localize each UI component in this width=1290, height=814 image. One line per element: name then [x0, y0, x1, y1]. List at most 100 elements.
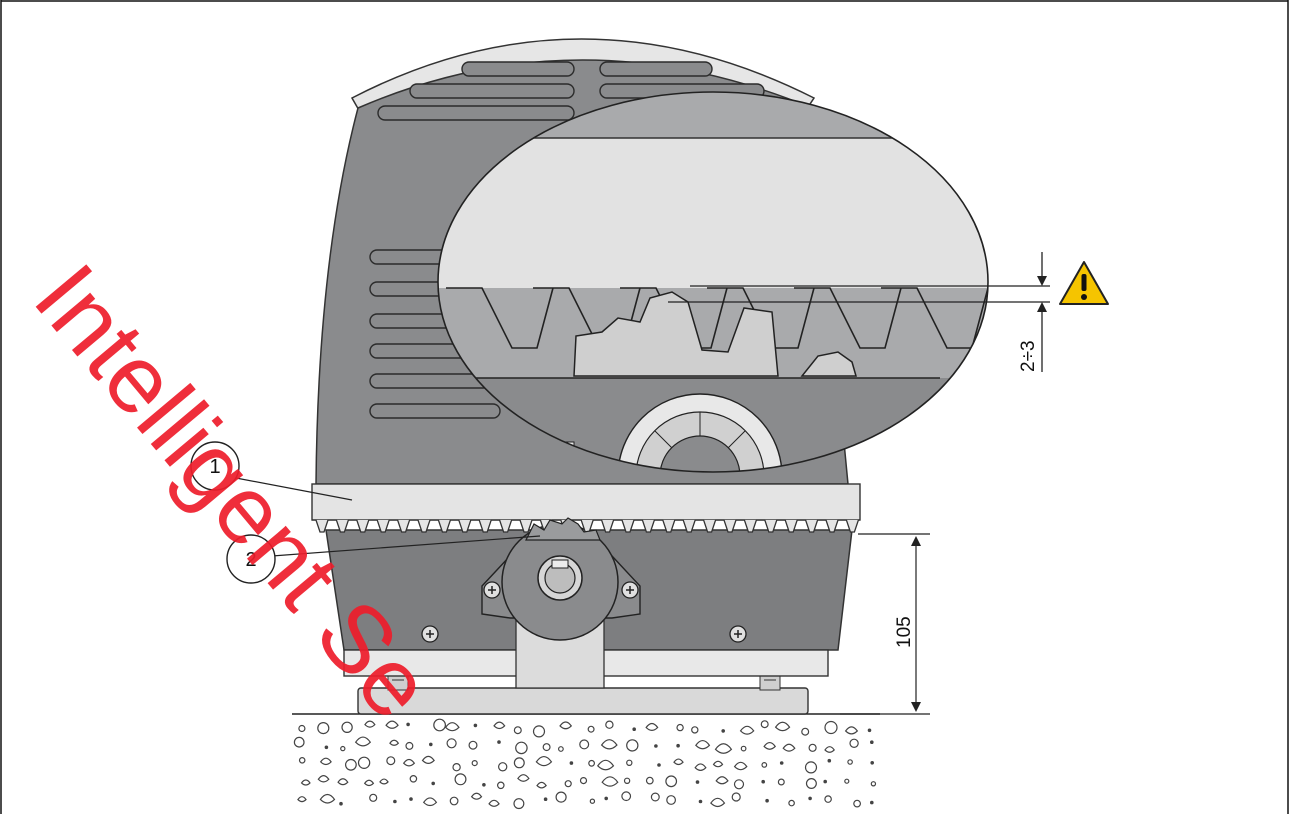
gravel-stone	[626, 739, 639, 752]
gravel-stone	[389, 739, 400, 746]
gravel-stone	[488, 799, 500, 807]
gravel-stone	[444, 722, 460, 732]
gravel-stone	[676, 743, 680, 748]
gravel-stone	[405, 741, 414, 750]
warning-triangle-icon	[1059, 261, 1109, 305]
gravel-stone	[517, 774, 530, 782]
pinion-gear	[525, 517, 601, 541]
gravel-stone	[513, 798, 525, 810]
gravel-stone	[409, 797, 413, 801]
gravel-stone	[808, 796, 812, 801]
gravel-stone	[763, 741, 777, 750]
magnifier-detail	[437, 91, 1050, 473]
gravel-stone	[340, 745, 346, 752]
gravel-stone	[731, 792, 741, 802]
gravel-stone	[867, 728, 872, 733]
gravel-stone	[712, 760, 724, 768]
gravel-stone	[657, 763, 661, 767]
gravel-stone	[714, 743, 733, 754]
gravel-stone	[654, 744, 658, 748]
gravel-stone	[645, 722, 659, 731]
gravel-stone	[824, 746, 836, 753]
gravel-stone	[317, 774, 330, 783]
gravel-stone	[496, 781, 505, 790]
callout-1: 1	[190, 441, 353, 501]
gravel-stone	[621, 791, 632, 802]
gravel-stone	[482, 782, 486, 787]
gravel-stone	[589, 798, 596, 804]
gravel-stone	[515, 741, 528, 755]
gravel-stone	[471, 759, 478, 767]
gravel-stone	[473, 723, 478, 728]
gravel-stone	[470, 792, 483, 800]
gravel-stone	[588, 759, 595, 767]
height-dimension: 105	[840, 533, 930, 715]
gravel-stone	[760, 720, 769, 729]
gravel-stone	[402, 758, 416, 767]
clearance-dimension-label: 2÷3	[1018, 340, 1039, 372]
gravel-stone	[298, 724, 306, 733]
height-dimension-label: 105	[894, 616, 915, 648]
housing-vents	[369, 61, 765, 419]
gravel-stone	[579, 776, 588, 785]
gravel-stone	[626, 759, 633, 767]
gravel-stone	[695, 780, 700, 784]
gravel-stone	[847, 759, 853, 765]
gravel-stone	[673, 758, 684, 766]
gravel-stone	[542, 743, 551, 752]
gravel-stone	[363, 779, 375, 787]
gravel-stone	[853, 799, 861, 808]
gravel-stone	[341, 721, 353, 734]
gravel-stone	[319, 757, 332, 766]
gravel-stone	[788, 799, 795, 807]
base-plate	[357, 675, 809, 715]
gravel-stone	[869, 740, 874, 745]
gravel-stone	[300, 779, 311, 786]
gravel-stone	[535, 755, 553, 767]
gravel-stone	[297, 796, 307, 803]
gravel-stone	[559, 721, 573, 730]
gravel-stone	[385, 720, 399, 729]
gravel-stone	[421, 755, 435, 764]
gravel-stone	[452, 763, 461, 772]
gravel-stone	[844, 726, 859, 735]
gravel-stone	[596, 759, 615, 771]
gravel-stone	[337, 778, 349, 786]
callout-1-label: 1	[209, 456, 220, 478]
gravel-stone	[827, 758, 832, 763]
gravel-stone	[761, 779, 766, 784]
gravel-stone	[801, 727, 810, 736]
callout-2-label: 2	[245, 549, 256, 571]
gravel-stone	[774, 721, 791, 732]
gravel-stone	[536, 781, 547, 789]
gravel-stone	[498, 762, 508, 772]
gravel-stone	[824, 795, 832, 803]
gravel-stone	[733, 779, 745, 790]
gravel-stone	[513, 757, 525, 769]
gravel-stone	[454, 773, 467, 786]
gravel-stone	[587, 725, 595, 733]
gravel-stone	[869, 800, 874, 805]
gravel-stone	[844, 778, 850, 784]
gravel-stone	[379, 778, 389, 785]
gravel-stone	[782, 743, 796, 752]
gravel-stone	[513, 726, 522, 735]
gravel-stone	[765, 798, 769, 803]
gravel-stone	[339, 801, 343, 806]
gravel-stone	[849, 738, 859, 749]
gravel-stone	[698, 799, 703, 804]
gravel-stone	[805, 777, 817, 789]
gravel-stone	[564, 780, 572, 788]
gravel-stone	[691, 726, 699, 734]
gravel-stone	[345, 758, 357, 771]
gravel-stone	[623, 777, 631, 785]
gravel-stone	[493, 721, 506, 730]
gravel-stone	[715, 776, 729, 785]
gravel-stone	[579, 739, 590, 750]
gravel-stone	[431, 781, 436, 786]
gravel-stone	[446, 738, 457, 749]
gravel-stone	[354, 736, 372, 747]
gravel-stone	[739, 725, 755, 735]
callout-2: 2	[226, 534, 541, 584]
